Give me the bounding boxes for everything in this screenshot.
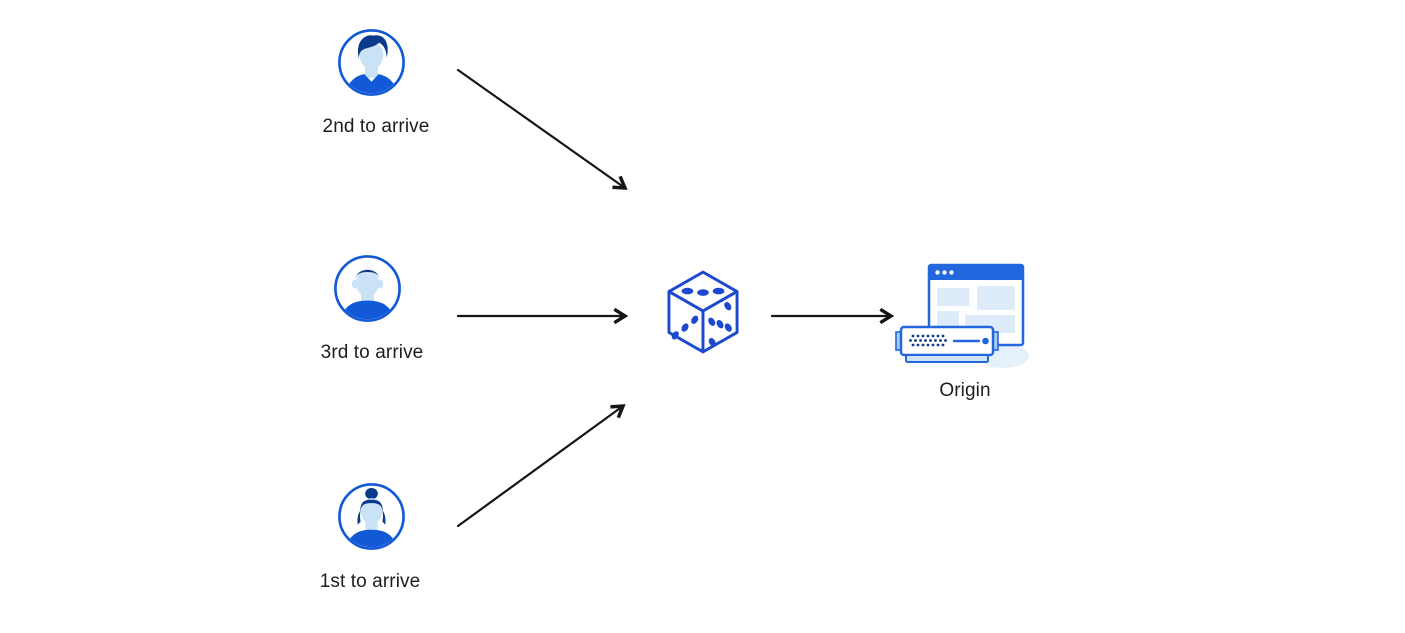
window-dot (949, 270, 954, 275)
server-led (982, 337, 989, 345)
node-origin (893, 257, 1033, 369)
man-short-hair-avatar-icon (334, 255, 401, 322)
dice-cube (667, 270, 739, 354)
window-dot (935, 270, 940, 275)
dice-icon (667, 270, 739, 354)
label-origin: Origin (939, 380, 991, 401)
label-visitor-3rd: 3rd to arrive (320, 342, 424, 363)
node-visitor-1st (338, 483, 405, 550)
label-visitor-2nd: 2nd to arrive (322, 116, 430, 137)
label-visitor-1st: 1st to arrive (319, 571, 421, 592)
node-random-selector (667, 270, 739, 354)
window-dot (942, 270, 947, 275)
woman-bun-avatar-icon (338, 483, 405, 550)
server-appliance (895, 325, 999, 363)
man-swept-hair-avatar-icon (338, 29, 405, 96)
arrow-visitor2nd-to-dice (456, 68, 628, 190)
origin-server-icon (895, 263, 1029, 368)
node-visitor-3rd (334, 255, 401, 322)
browser-window (927, 263, 1025, 347)
node-visitor-2nd (338, 29, 405, 96)
arrow-visitor1st-to-dice (456, 404, 626, 528)
server-dot-matrix (909, 334, 947, 347)
